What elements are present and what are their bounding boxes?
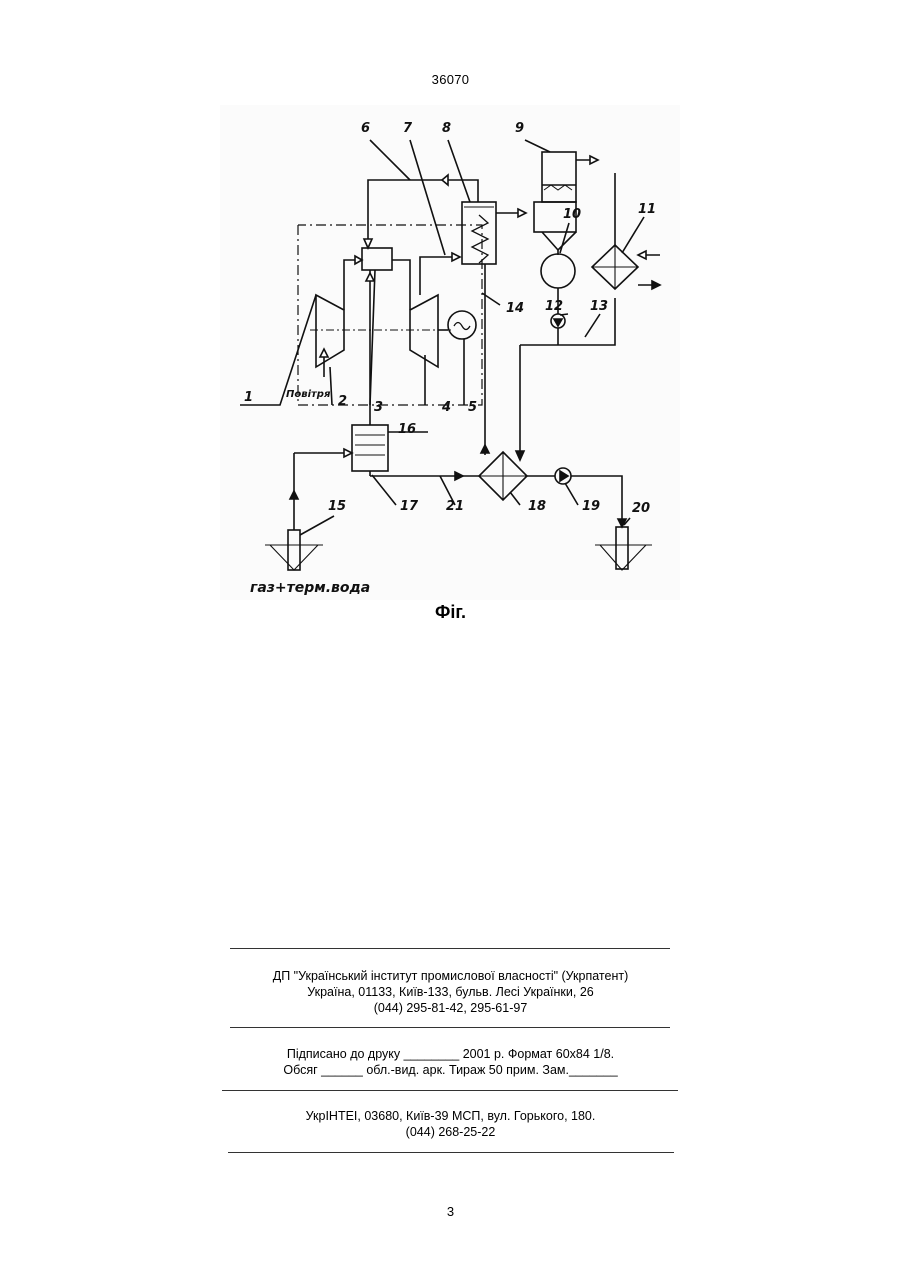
publisher-address: Україна, 01133, Київ-133, бульв. Лесі Ук… bbox=[0, 984, 901, 1000]
print-signed-line: Підписано до друку ________ 2001 р. Форм… bbox=[0, 1046, 901, 1062]
divider bbox=[228, 1152, 674, 1153]
print-details-block: Підписано до друку ________ 2001 р. Форм… bbox=[0, 1046, 901, 1078]
label-3: 3 bbox=[374, 400, 383, 415]
label-7: 7 bbox=[403, 121, 413, 136]
label-8: 8 bbox=[442, 121, 451, 136]
divider bbox=[230, 948, 670, 949]
label-15: 15 bbox=[328, 499, 346, 514]
print-volume-line: Обсяг ______ обл.-вид. арк. Тираж 50 при… bbox=[0, 1062, 901, 1078]
label-12: 12 bbox=[545, 299, 563, 314]
page-code: 36070 bbox=[0, 72, 901, 87]
label-1: 1 bbox=[244, 390, 253, 405]
process-schematic: 6 7 8 9 10 11 12 13 14 1 2 3 4 5 Повітря… bbox=[220, 105, 680, 600]
page-number: 3 bbox=[0, 1204, 901, 1219]
figure-caption: Фіг. bbox=[0, 602, 901, 623]
source-label: газ+терм.вода bbox=[250, 580, 370, 596]
publisher-phone: (044) 295-81-42, 295-61-97 bbox=[0, 1000, 901, 1016]
label-21: 21 bbox=[446, 499, 464, 514]
label-13: 13 bbox=[590, 299, 608, 314]
printer-block: УкрІНТЕІ, 03680, Київ-39 МСП, вул. Горьк… bbox=[0, 1108, 901, 1140]
label-6: 6 bbox=[361, 121, 370, 136]
air-label: Повітря bbox=[286, 389, 331, 400]
divider bbox=[230, 1027, 670, 1028]
label-4: 4 bbox=[441, 400, 451, 415]
label-19: 19 bbox=[582, 499, 600, 514]
label-20: 20 bbox=[632, 501, 650, 516]
label-18: 18 bbox=[528, 499, 546, 514]
publisher-block: ДП "Український інститут промислової вла… bbox=[0, 968, 901, 1016]
label-9: 9 bbox=[515, 121, 524, 136]
label-17: 17 bbox=[400, 499, 419, 514]
label-16: 16 bbox=[398, 422, 416, 437]
label-10: 10 bbox=[563, 207, 581, 222]
divider bbox=[222, 1090, 678, 1091]
label-11: 11 bbox=[638, 202, 656, 217]
publisher-name: ДП "Український інститут промислової вла… bbox=[0, 968, 901, 984]
label-2: 2 bbox=[338, 394, 347, 409]
printer-phone: (044) 268-25-22 bbox=[0, 1124, 901, 1140]
label-5: 5 bbox=[468, 400, 477, 415]
label-14: 14 bbox=[506, 301, 524, 316]
schematic-drawing: 6 7 8 9 10 11 12 13 14 1 2 3 4 5 Повітря… bbox=[220, 105, 680, 600]
printer-address: УкрІНТЕІ, 03680, Київ-39 МСП, вул. Горьк… bbox=[0, 1108, 901, 1124]
